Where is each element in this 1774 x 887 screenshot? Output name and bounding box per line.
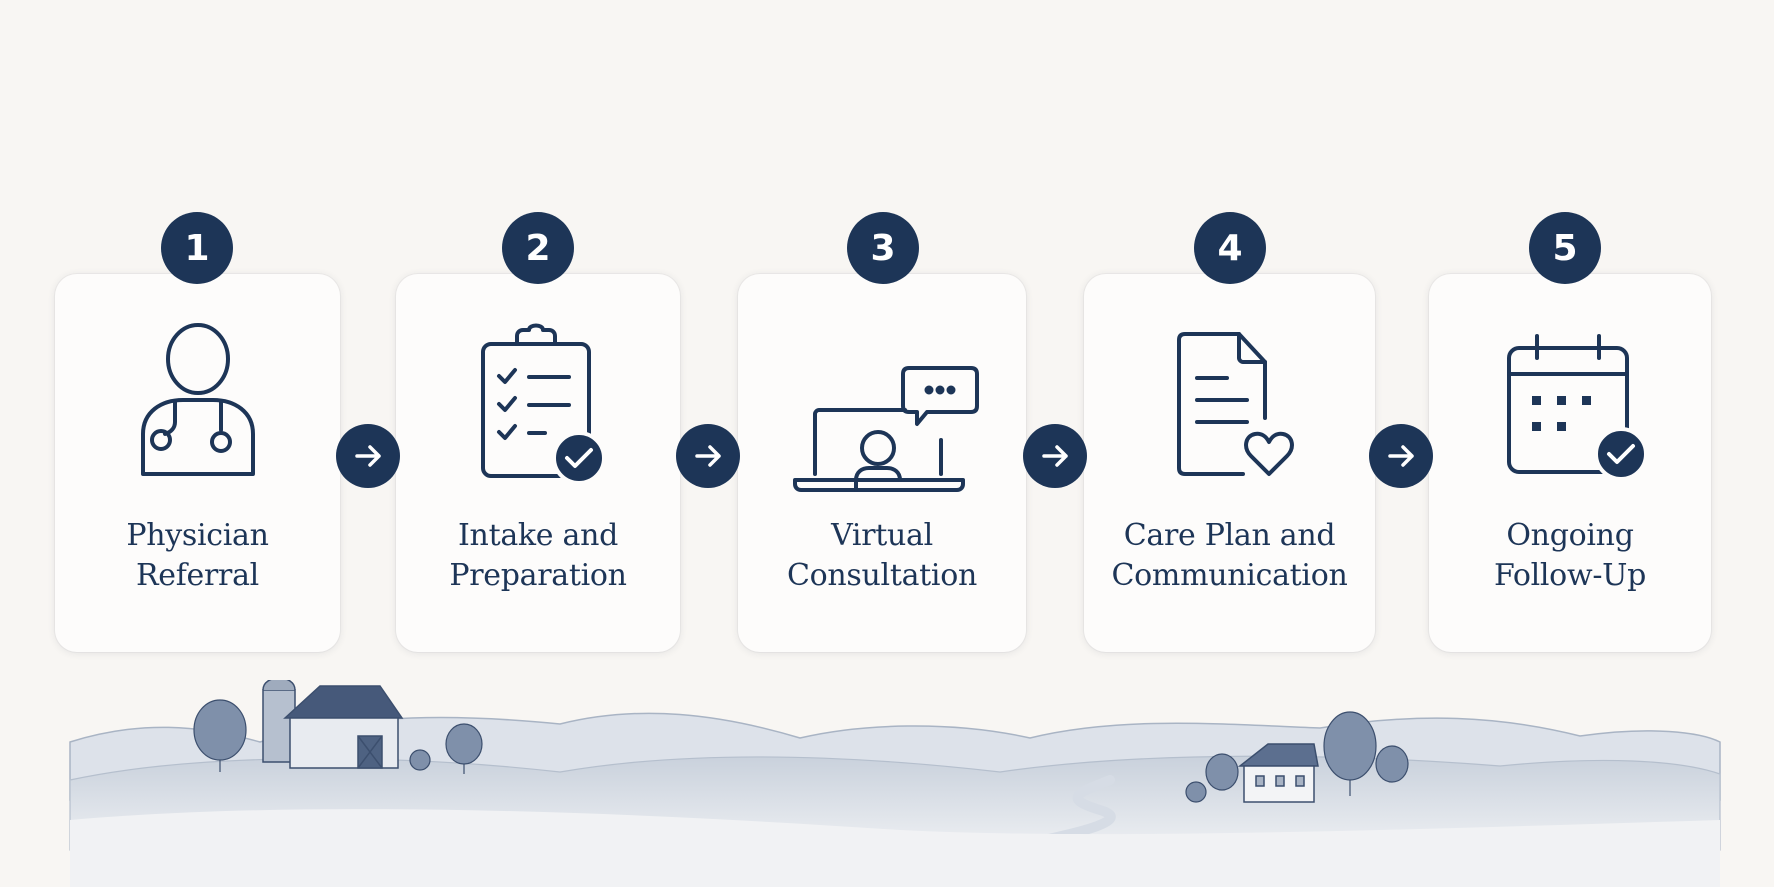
arrow-right-icon-3: [1023, 424, 1087, 488]
farm-barn-icon: [262, 680, 404, 769]
step-5-label-line2: Follow-Up: [1493, 558, 1647, 593]
arrow-right-icon-1: [336, 424, 400, 488]
step-3-label: Virtual Consultation: [738, 516, 1026, 596]
arrow-right-icon-2: [676, 424, 740, 488]
laptop-video-call-icon: [793, 322, 979, 492]
step-4-label: Care Plan and Communication: [1084, 516, 1375, 596]
step-4-label-line1: Care Plan and: [1123, 518, 1336, 553]
clipboard-checklist-icon: [453, 322, 623, 492]
step-2-label: Intake and Preparation: [396, 516, 680, 596]
step-3-label-line1: Virtual: [831, 518, 933, 553]
step-4-card: Care Plan and Communication: [1084, 274, 1375, 652]
calendar-check-icon: [1485, 322, 1655, 492]
rural-landscape-illustration: [69, 680, 1721, 887]
step-3-card: Virtual Consultation: [738, 274, 1026, 652]
arrow-right-icon-4: [1369, 424, 1433, 488]
step-2-number-badge: 2: [502, 212, 574, 284]
step-5-label-line1: Ongoing: [1506, 518, 1634, 553]
step-3-number-badge: 3: [847, 212, 919, 284]
document-heart-icon: [1145, 322, 1315, 492]
step-4-label-line2: Communication: [1111, 558, 1348, 593]
step-5-number-badge: 5: [1529, 212, 1601, 284]
step-2-card: Intake and Preparation: [396, 274, 680, 652]
step-2-label-line1: Intake and: [458, 518, 618, 553]
step-2-label-line2: Preparation: [449, 558, 627, 593]
step-1-card: Physician Referral: [55, 274, 340, 652]
step-5-card: Ongoing Follow-Up: [1429, 274, 1711, 652]
farmhouse-icon: [1237, 743, 1319, 803]
step-1-number-badge: 1: [161, 212, 233, 284]
step-5-label: Ongoing Follow-Up: [1429, 516, 1711, 596]
step-1-label-line1: Physician: [126, 518, 269, 553]
step-1-label-line2: Referral: [136, 558, 259, 593]
step-3-label-line2: Consultation: [786, 558, 978, 593]
step-4-number-badge: 4: [1194, 212, 1266, 284]
doctor-stethoscope-icon: [113, 322, 283, 492]
step-1-label: Physician Referral: [55, 516, 340, 596]
